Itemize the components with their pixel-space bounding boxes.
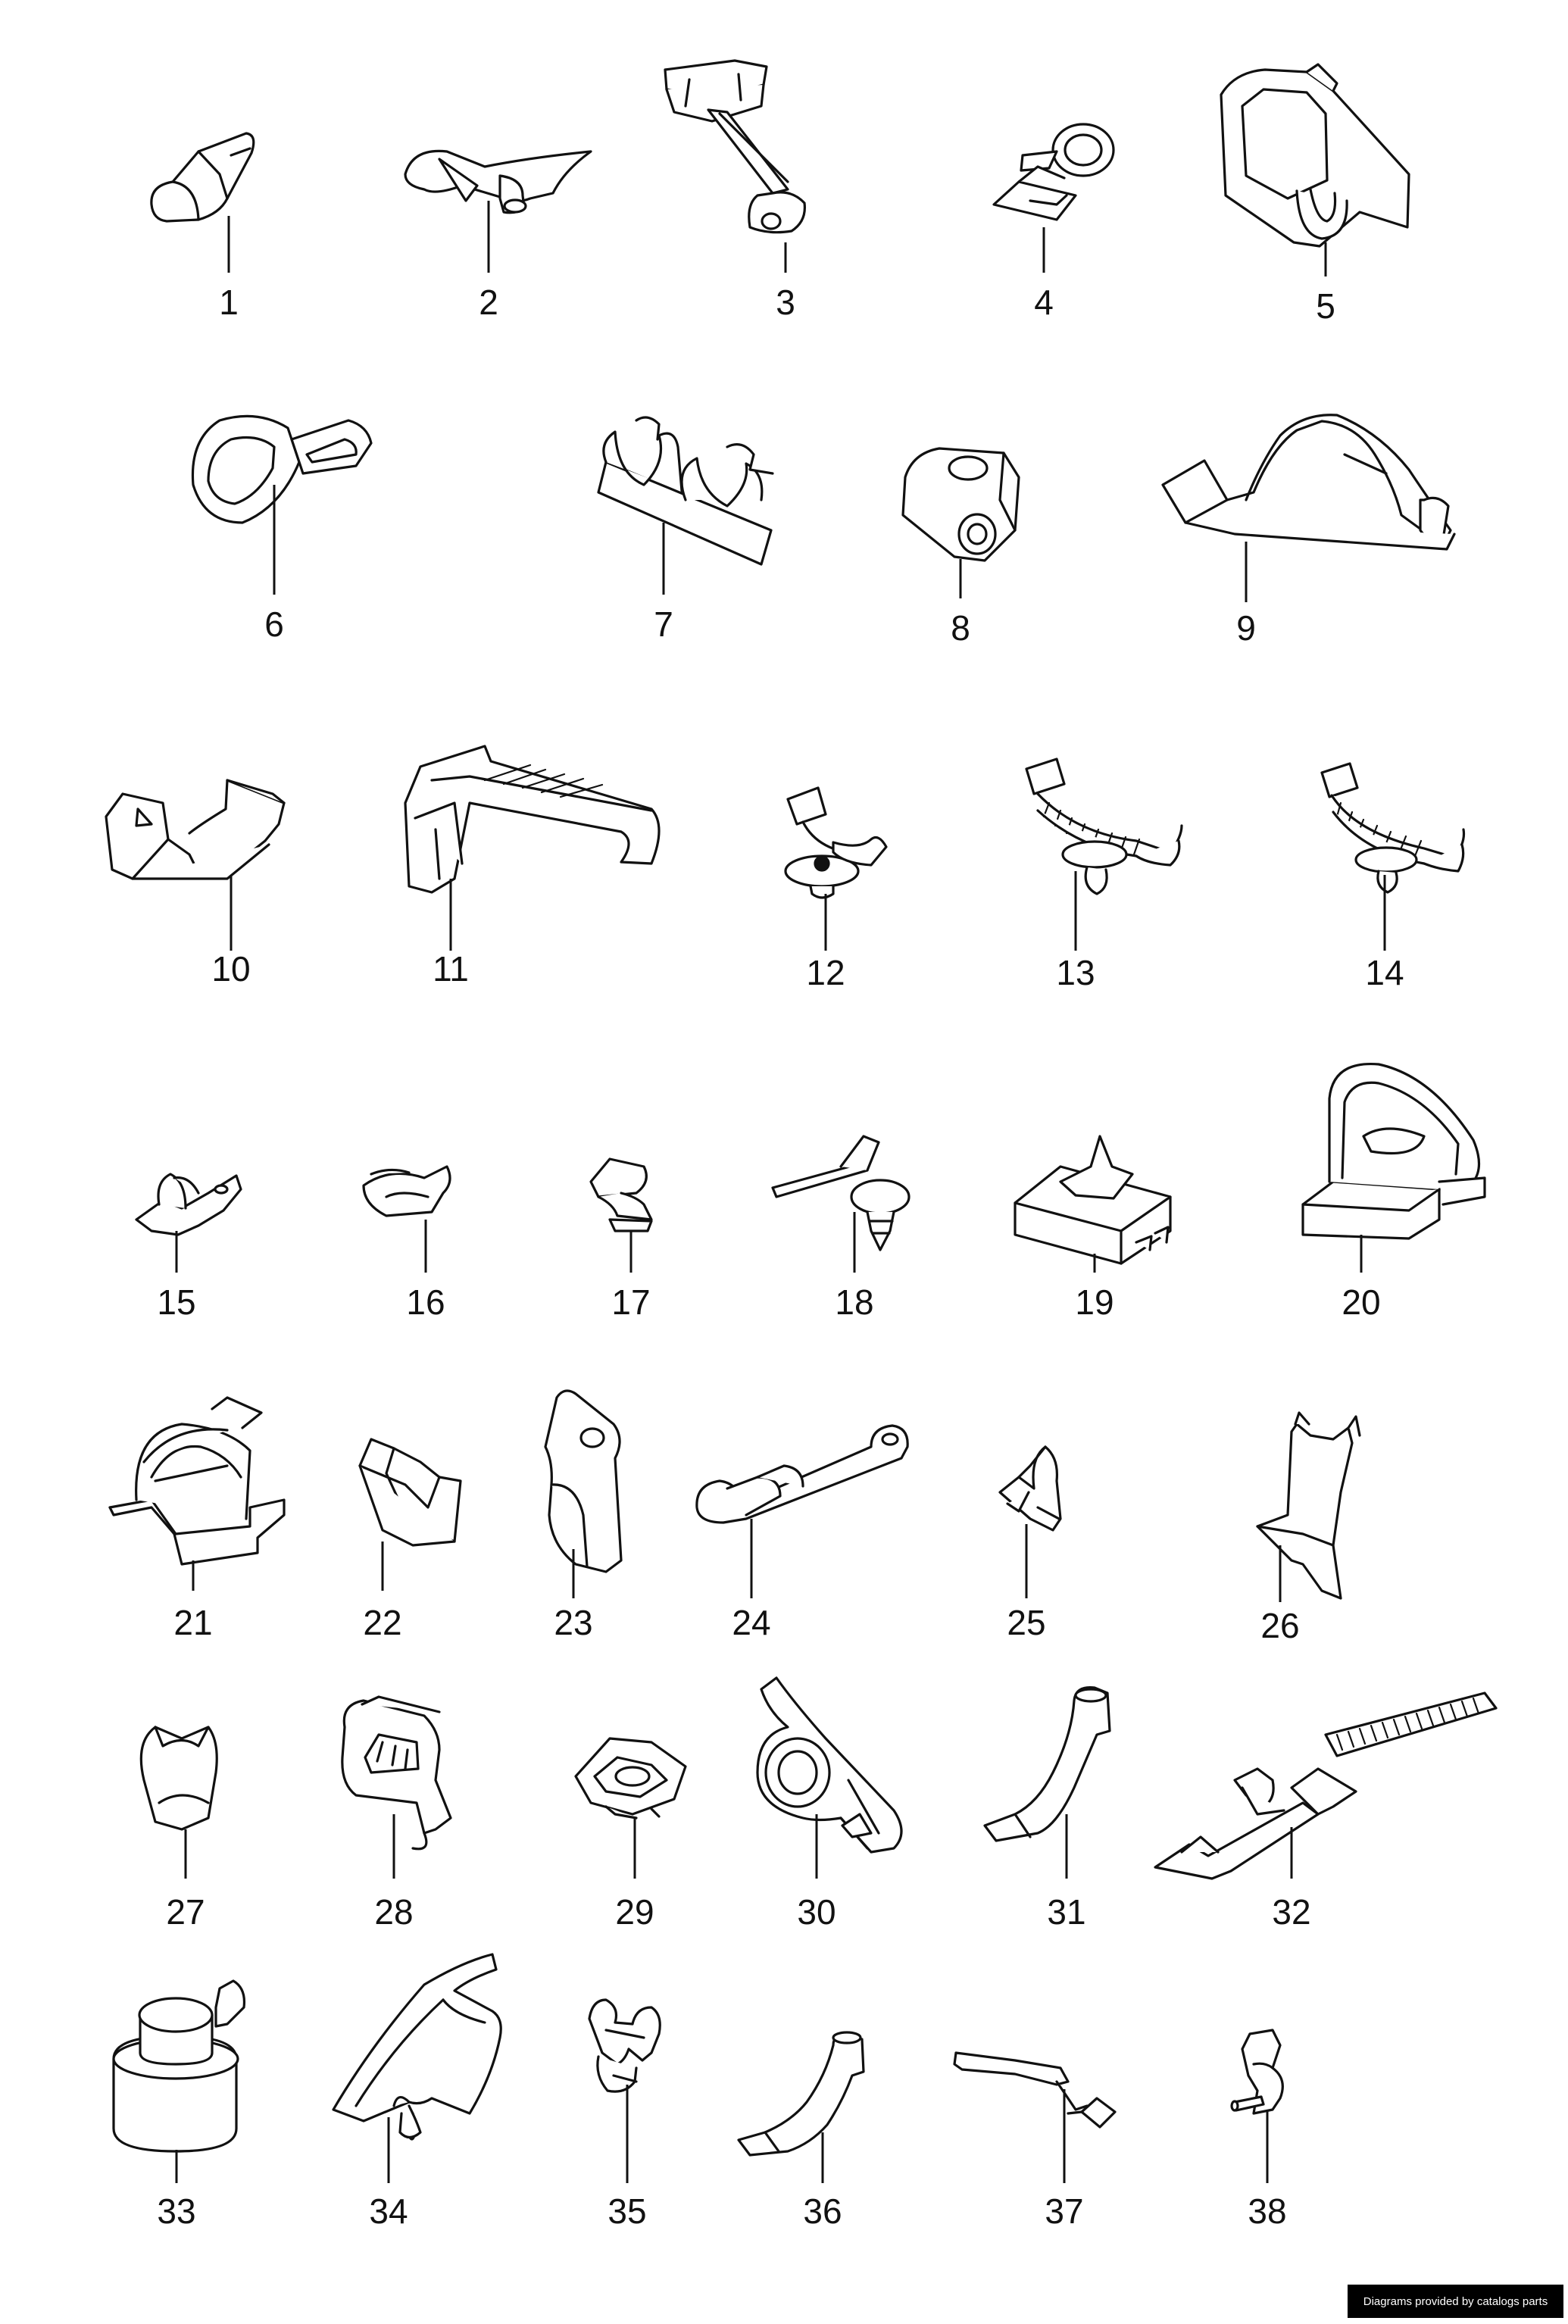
part-29-icon [574, 1737, 687, 1820]
part-number-2: 2 [479, 283, 498, 322]
part-24-icon [695, 1424, 909, 1524]
part-number-29: 29 [615, 1892, 654, 1932]
part-4-icon [992, 123, 1115, 221]
part-number-28: 28 [374, 1892, 413, 1932]
attribution-text: Diagrams provided by catalogs parts [1363, 2294, 1548, 2308]
part-number-11: 11 [433, 949, 469, 989]
part-number-30: 30 [797, 1892, 836, 1932]
part-number-27: 27 [166, 1892, 205, 1932]
part-number-23: 23 [554, 1603, 592, 1642]
part-28-icon [341, 1695, 452, 1851]
part-20-icon [1301, 1062, 1486, 1240]
part-number-20: 20 [1342, 1282, 1380, 1322]
part-number-37: 37 [1045, 2191, 1083, 2231]
part-31-icon [983, 1686, 1111, 1842]
part-5-icon [1220, 63, 1410, 248]
part-number-6: 6 [264, 604, 284, 644]
part-number-34: 34 [369, 2191, 408, 2231]
part-number-32: 32 [1272, 1892, 1310, 1932]
part-37-icon [953, 2051, 1117, 2129]
part-3-icon [664, 59, 806, 234]
part-12-icon [784, 786, 888, 899]
part-16-icon [362, 1165, 451, 1217]
part-number-7: 7 [654, 604, 673, 644]
part-number-8: 8 [951, 608, 970, 648]
part-number-17: 17 [611, 1282, 650, 1322]
part-number-10: 10 [211, 949, 250, 989]
part-9-icon [1161, 414, 1456, 551]
part-number-19: 19 [1075, 1282, 1114, 1322]
part-15-icon [135, 1173, 242, 1236]
part-number-38: 38 [1248, 2191, 1286, 2231]
part-27-icon [139, 1726, 218, 1831]
attribution-badge: Diagrams provided by catalogs parts [1348, 2285, 1563, 2318]
part-17-icon [589, 1157, 653, 1232]
part-33-icon [112, 1979, 246, 2153]
part-21-icon [108, 1396, 286, 1566]
part-number-13: 13 [1056, 953, 1095, 992]
part-34-icon [332, 1953, 502, 2141]
part-number-4: 4 [1034, 283, 1054, 322]
part-number-5: 5 [1316, 286, 1335, 326]
part-18-icon [771, 1135, 911, 1251]
part-number-21: 21 [173, 1603, 212, 1642]
part-number-3: 3 [776, 283, 795, 322]
part-6-icon [191, 414, 373, 524]
part-number-16: 16 [406, 1282, 445, 1322]
part-2-icon [404, 149, 592, 214]
part-35-icon [588, 1998, 661, 2093]
part-number-22: 22 [363, 1603, 401, 1642]
part-23-icon [544, 1389, 623, 1573]
part-number-12: 12 [806, 953, 845, 992]
part-25-icon [998, 1445, 1062, 1532]
part-number-31: 31 [1047, 1892, 1085, 1932]
part-19-icon [1014, 1135, 1172, 1265]
part-7-icon [597, 416, 774, 566]
part-8-icon [901, 447, 1020, 562]
part-number-14: 14 [1365, 953, 1404, 992]
part-number-36: 36 [803, 2191, 842, 2231]
part-number-25: 25 [1007, 1603, 1045, 1642]
part-14-icon [1320, 762, 1466, 894]
part-number-26: 26 [1260, 1606, 1299, 1645]
part-number-1: 1 [219, 283, 239, 322]
part-number-9: 9 [1236, 608, 1256, 648]
part-1-icon [150, 132, 255, 223]
part-11-icon [404, 745, 661, 894]
part-number-18: 18 [835, 1282, 873, 1322]
part-30-icon [756, 1676, 903, 1854]
part-26-icon [1256, 1411, 1361, 1600]
part-32-icon [1154, 1691, 1498, 1880]
part-13-icon [1025, 757, 1183, 895]
part-36-icon [737, 2031, 865, 2157]
part-38-icon [1230, 2029, 1284, 2115]
part-10-icon [105, 779, 286, 880]
part-22-icon [358, 1438, 462, 1547]
part-number-35: 35 [608, 2191, 646, 2231]
part-number-33: 33 [157, 2191, 195, 2231]
part-number-15: 15 [157, 1282, 195, 1322]
part-number-24: 24 [732, 1603, 770, 1642]
